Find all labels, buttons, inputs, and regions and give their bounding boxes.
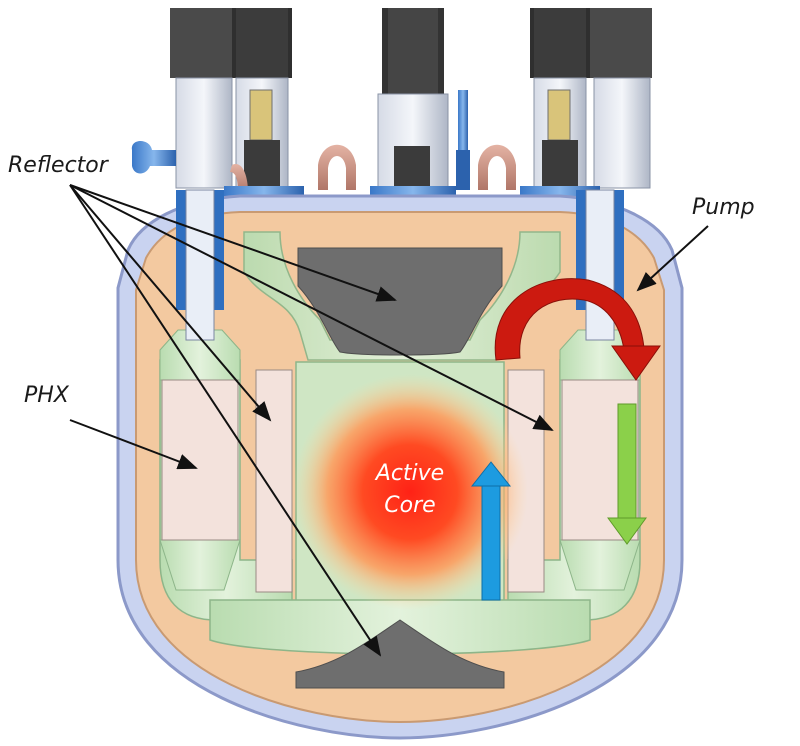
upper-graphite-block [297,247,503,356]
green-down-arrow-icon [607,403,647,545]
top-drive-assemblies [131,8,652,196]
active-core-glow [292,374,528,610]
core-label-line1: Active [374,461,444,486]
reflector-line-3 [69,184,397,302]
lower-graphite-block [295,619,505,689]
curved-red-arrow-icon [494,278,661,381]
pump-label: Pump [692,195,755,220]
reflector-line-1 [69,184,272,422]
callout-lines [69,184,709,657]
core-label-line2: Core [384,493,435,518]
reflector-line-4 [69,184,554,431]
reflector-label: Reflector [8,153,110,178]
right-pump-motor [590,8,652,78]
reflector-line-2 [69,184,382,657]
left-inner-reflector-slab [255,369,293,593]
phx-line [69,419,198,470]
blue-up-arrow-icon [470,461,512,601]
left-pump-motor [170,8,232,78]
phx-label: PHX [24,383,70,408]
pump-line [636,225,709,292]
